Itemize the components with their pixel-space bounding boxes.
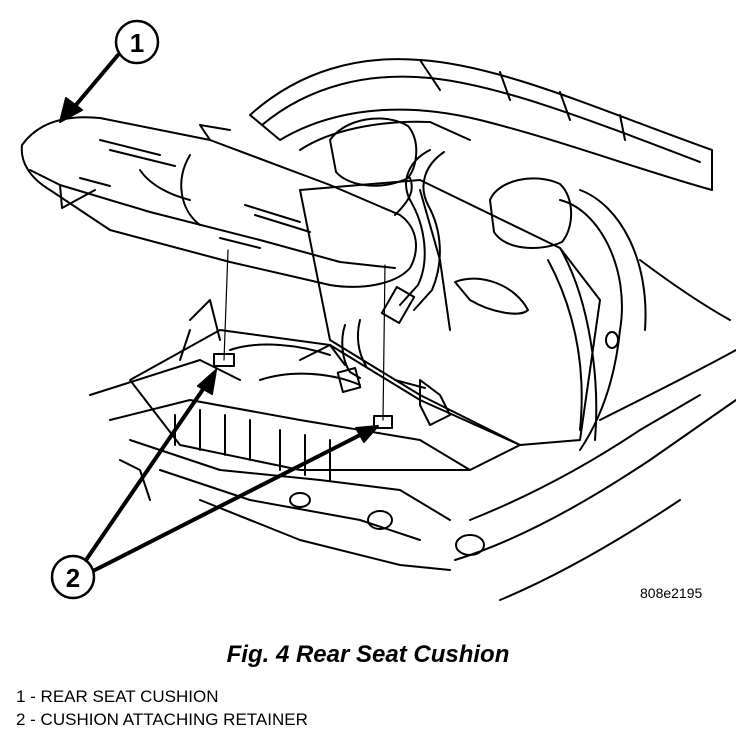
legend-item-2: 2 - CUSHION ATTACHING RETAINER bbox=[16, 710, 308, 729]
callout-2: 2 bbox=[50, 369, 379, 600]
headrest-left bbox=[329, 117, 418, 187]
headrest-right bbox=[489, 177, 573, 249]
figure-caption: Fig. 4 Rear Seat Cushion bbox=[226, 641, 510, 668]
legend: 1 - REAR SEAT CUSHION 2 - CUSHION ATTACH… bbox=[16, 685, 308, 731]
legend-item-1: 1 - REAR SEAT CUSHION bbox=[16, 687, 219, 706]
figure-code: 808e2195 bbox=[640, 585, 703, 601]
rear-window-outline bbox=[249, 58, 713, 191]
floor-pan bbox=[89, 299, 521, 571]
rear-seat-cushion-illustration: 1 2 bbox=[20, 19, 736, 601]
callout-2-label: 2 bbox=[66, 563, 80, 593]
attachment-guide-lines bbox=[223, 249, 386, 421]
callout-1: 1 bbox=[59, 19, 160, 123]
seat-belts bbox=[336, 149, 451, 426]
seat-back bbox=[299, 179, 601, 446]
callout-1-label: 1 bbox=[130, 28, 144, 58]
rear-seat-cushion bbox=[20, 116, 417, 288]
